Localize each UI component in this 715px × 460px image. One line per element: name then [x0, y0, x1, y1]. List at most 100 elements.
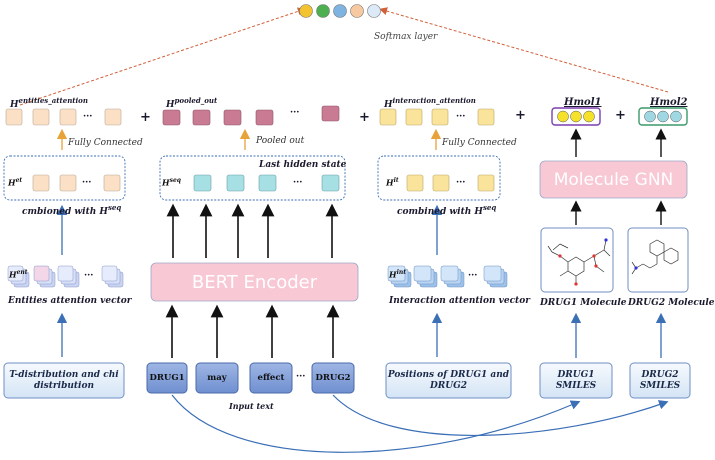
hmol1-unit — [583, 110, 595, 123]
ellipsis: ··· — [296, 372, 306, 382]
hmol2-unit — [657, 110, 669, 123]
entities-attention-vector-label: Entities attention vector — [8, 296, 132, 306]
drug1-atom-o — [592, 254, 596, 258]
hmol2-label: Hmol2 — [650, 97, 688, 108]
hmol2-unit — [670, 110, 682, 123]
hit-label: Hit — [386, 177, 399, 188]
ellipsis: ··· — [290, 108, 300, 118]
pooled-out-cell — [255, 109, 274, 126]
hmol1-unit — [557, 110, 569, 123]
token-may — [195, 362, 239, 394]
interaction-attention-cell — [431, 108, 449, 126]
drug1-smiles-text: DRUG1 SMILES — [555, 369, 597, 391]
last-hidden-state-label: Last hidden state — [259, 160, 347, 170]
hent-label: Hent — [9, 269, 28, 280]
molecule-gnn-label: Molecule GNN — [553, 169, 674, 190]
hseq-label: Hseq — [162, 177, 181, 188]
softmax-connector-left — [19, 7, 306, 106]
ellipsis: ··· — [84, 271, 94, 281]
entities-attention-cell — [104, 108, 122, 126]
drug2-atom-n — [634, 266, 638, 270]
input-text-label: Input text — [229, 401, 274, 411]
het-cell — [32, 174, 50, 192]
drug1-atom-n — [604, 238, 608, 242]
drug2-to-smiles-curve — [332, 394, 669, 436]
combined-with-hseq-left: cmbioned with Hseq — [22, 203, 122, 217]
combined-with-hseq-right: combined with Hseq — [397, 203, 497, 217]
bert-encoder-label: BERT Encoder — [191, 271, 318, 293]
het-cell — [103, 174, 121, 192]
output-dot-1 — [299, 4, 313, 18]
plus-sign: + — [140, 110, 151, 125]
hmol2-unit — [644, 110, 656, 123]
drug1-to-smiles-curve — [171, 394, 581, 453]
drug2-smiles-box — [629, 362, 691, 399]
t-distribution-box — [3, 362, 125, 399]
ellipsis: ··· — [468, 271, 478, 281]
het-label: Het — [8, 177, 23, 188]
plus-sign: + — [615, 108, 626, 123]
drug1-molecule-label: DRUG1 Molecule — [540, 298, 627, 308]
output-dot-3 — [333, 4, 347, 18]
entities-attention-cell — [32, 108, 50, 126]
output-dot-5 — [367, 4, 381, 18]
hit-cell — [406, 174, 424, 192]
ellipsis: ··· — [456, 112, 466, 122]
token-drug1 — [146, 362, 188, 394]
interaction-attention-vector-label: Interaction attention vector — [389, 296, 530, 306]
interaction-vector-cell — [483, 265, 502, 282]
entities-vector-cell — [101, 265, 118, 282]
interaction-attention-cell — [379, 108, 397, 126]
fully-connected-label-right: Fully Connected — [442, 138, 517, 148]
t-distribution-text: T-distribution and chi distribution — [9, 369, 119, 391]
ellipsis: ··· — [83, 112, 93, 122]
hseq-cell — [321, 174, 340, 192]
drug1-molecule-structure — [547, 239, 611, 284]
plus-sign: + — [359, 110, 370, 125]
ellipsis: ··· — [456, 178, 466, 188]
interaction-vector-cell — [413, 265, 432, 282]
entities-vector-cell — [7, 265, 24, 282]
drug1-atom-o — [594, 264, 598, 268]
hseq-cell — [258, 174, 277, 192]
interaction-vector-cell — [440, 265, 459, 282]
hmol1-label: Hmol1 — [564, 97, 602, 108]
hit-cell — [432, 174, 450, 192]
interaction-attention-cell — [405, 108, 423, 126]
h-entities-attention-label: Hentities_attention — [10, 96, 88, 110]
token-drug1-text: DRUG1 — [149, 373, 185, 383]
drug2-smiles-text: DRUG2 SMILES — [639, 369, 681, 391]
token-drug2-text: DRUG2 — [315, 373, 351, 383]
pooled-out-cell — [192, 109, 211, 126]
drug2-molecule-label: DRUG2 Molecule — [628, 298, 715, 308]
pooled-out-cell — [223, 109, 242, 126]
softmax-connector-right — [379, 7, 669, 93]
drug1-atom-o — [574, 282, 578, 286]
interaction-vector-cell — [387, 265, 406, 282]
drug1-molecule-box — [540, 227, 614, 293]
entities-vector-cell — [33, 265, 50, 282]
het-container — [3, 155, 126, 201]
hseq-cell — [193, 174, 212, 192]
entities-vector-cell — [57, 265, 74, 282]
plus-sign: + — [515, 108, 526, 123]
pooled-out-cell — [162, 109, 181, 126]
token-drug2 — [311, 362, 355, 394]
drug1-atom-o — [558, 254, 562, 258]
hseq-cell — [226, 174, 245, 192]
hmol1-unit — [570, 110, 582, 123]
softmax-label: Softmax layer — [374, 32, 438, 42]
output-dot-2 — [316, 4, 330, 18]
h-pooled-out-label: Hpooled_out — [166, 96, 218, 110]
drug2-molecule-box — [627, 227, 689, 293]
ellipsis: ··· — [293, 178, 303, 188]
pooled-out-cell — [321, 105, 340, 122]
hit-cell — [477, 174, 495, 192]
pooled-out-label: Pooled out — [256, 136, 305, 146]
drug1-smiles-box — [539, 362, 613, 399]
token-may-text: may — [207, 373, 227, 383]
hit-container — [377, 155, 501, 201]
fully-connected-label-left: Fully Connected — [68, 138, 143, 148]
token-effect-text: effect — [257, 373, 285, 383]
